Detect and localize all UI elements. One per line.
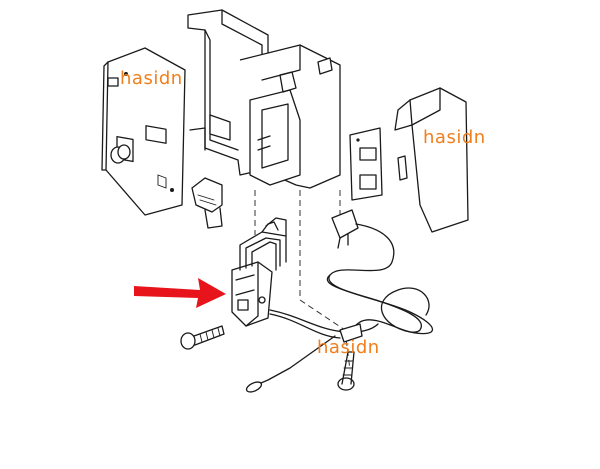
screw-bottom-icon: [337, 351, 355, 391]
right-cover: [394, 87, 469, 233]
right-small-board: [349, 127, 408, 201]
plastic-clip: [191, 177, 223, 229]
main-bracket-frame: [187, 9, 341, 189]
watermark-text: hasidn: [423, 127, 486, 148]
screw-left-icon: [180, 325, 225, 350]
watermark-text: hasidn: [317, 337, 380, 358]
watermark-text: hasidn: [120, 68, 183, 89]
switch-module: [231, 217, 379, 393]
left-circuit-board: [101, 47, 186, 216]
red-arrow-icon: [134, 278, 226, 308]
power-cord: [326, 209, 433, 337]
